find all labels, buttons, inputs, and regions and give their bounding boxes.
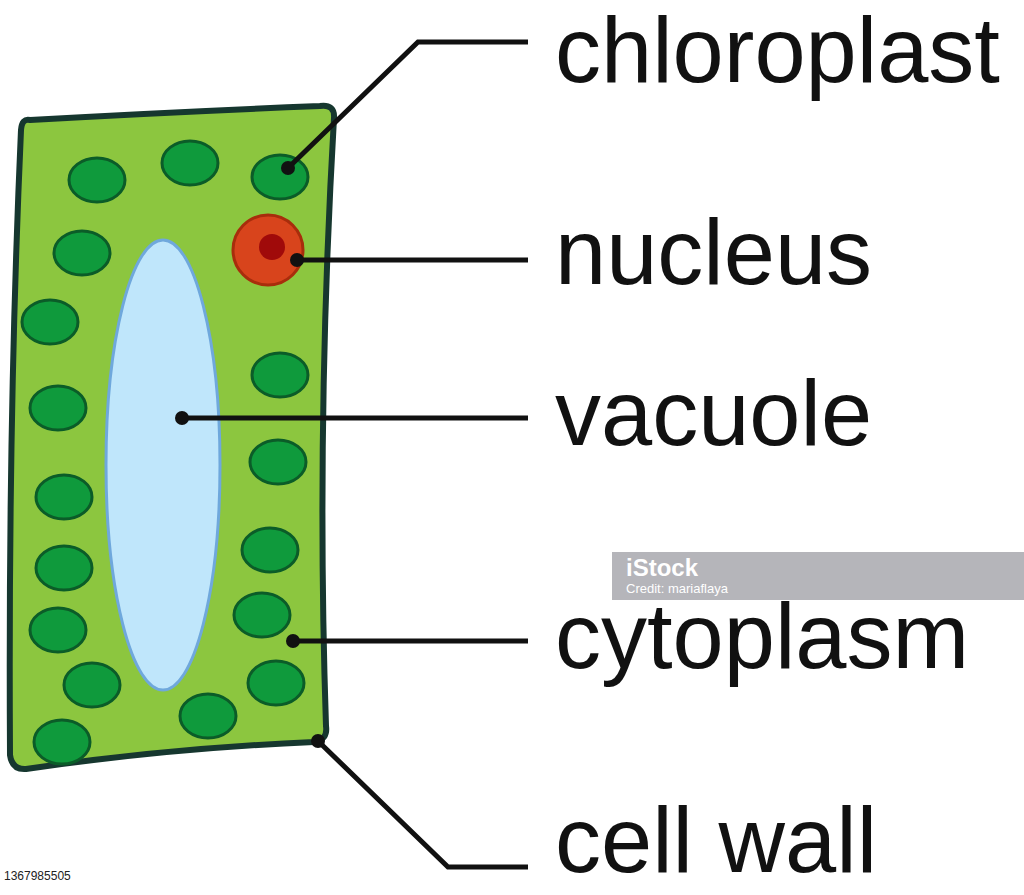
- chloroplast-shape: [69, 158, 125, 202]
- leader-dots: [175, 161, 325, 748]
- chloroplast-group: [22, 141, 308, 764]
- chloroplast-shape: [162, 141, 218, 185]
- chloroplast-shape: [30, 386, 86, 430]
- chloroplast-shape: [250, 440, 306, 484]
- chloroplast-shape: [252, 353, 308, 397]
- part-label: chloroplast: [555, 4, 1000, 96]
- stock-number: 1367985505: [4, 870, 71, 882]
- chloroplast-shape: [34, 720, 90, 764]
- cell-wall-outline: [10, 106, 334, 769]
- nucleolus-shape: [259, 234, 285, 260]
- chloroplast-shape: [248, 661, 304, 705]
- chloroplast-shape: [234, 593, 290, 637]
- nucleus-shape: [233, 215, 303, 285]
- watermark-credit: Credit: mariaflaya: [626, 582, 728, 595]
- chloroplast-shape: [242, 528, 298, 572]
- chloroplast-shape: [22, 300, 78, 344]
- part-label: vacuole: [555, 367, 872, 459]
- vacuole-shape: [106, 240, 220, 690]
- watermark-text: iStock: [626, 556, 698, 580]
- part-label: cell wall: [555, 794, 877, 886]
- chloroplast-shape: [36, 475, 92, 519]
- chloroplast-shape: [36, 546, 92, 590]
- part-label: cytoplasm: [555, 590, 969, 682]
- leader-lines: [182, 42, 528, 867]
- chloroplast-shape: [180, 694, 236, 738]
- chloroplast-shape: [64, 663, 120, 707]
- part-label: nucleus: [555, 206, 872, 298]
- chloroplast-shape: [30, 608, 86, 652]
- chloroplast-shape: [252, 155, 308, 199]
- chloroplast-shape: [54, 231, 110, 275]
